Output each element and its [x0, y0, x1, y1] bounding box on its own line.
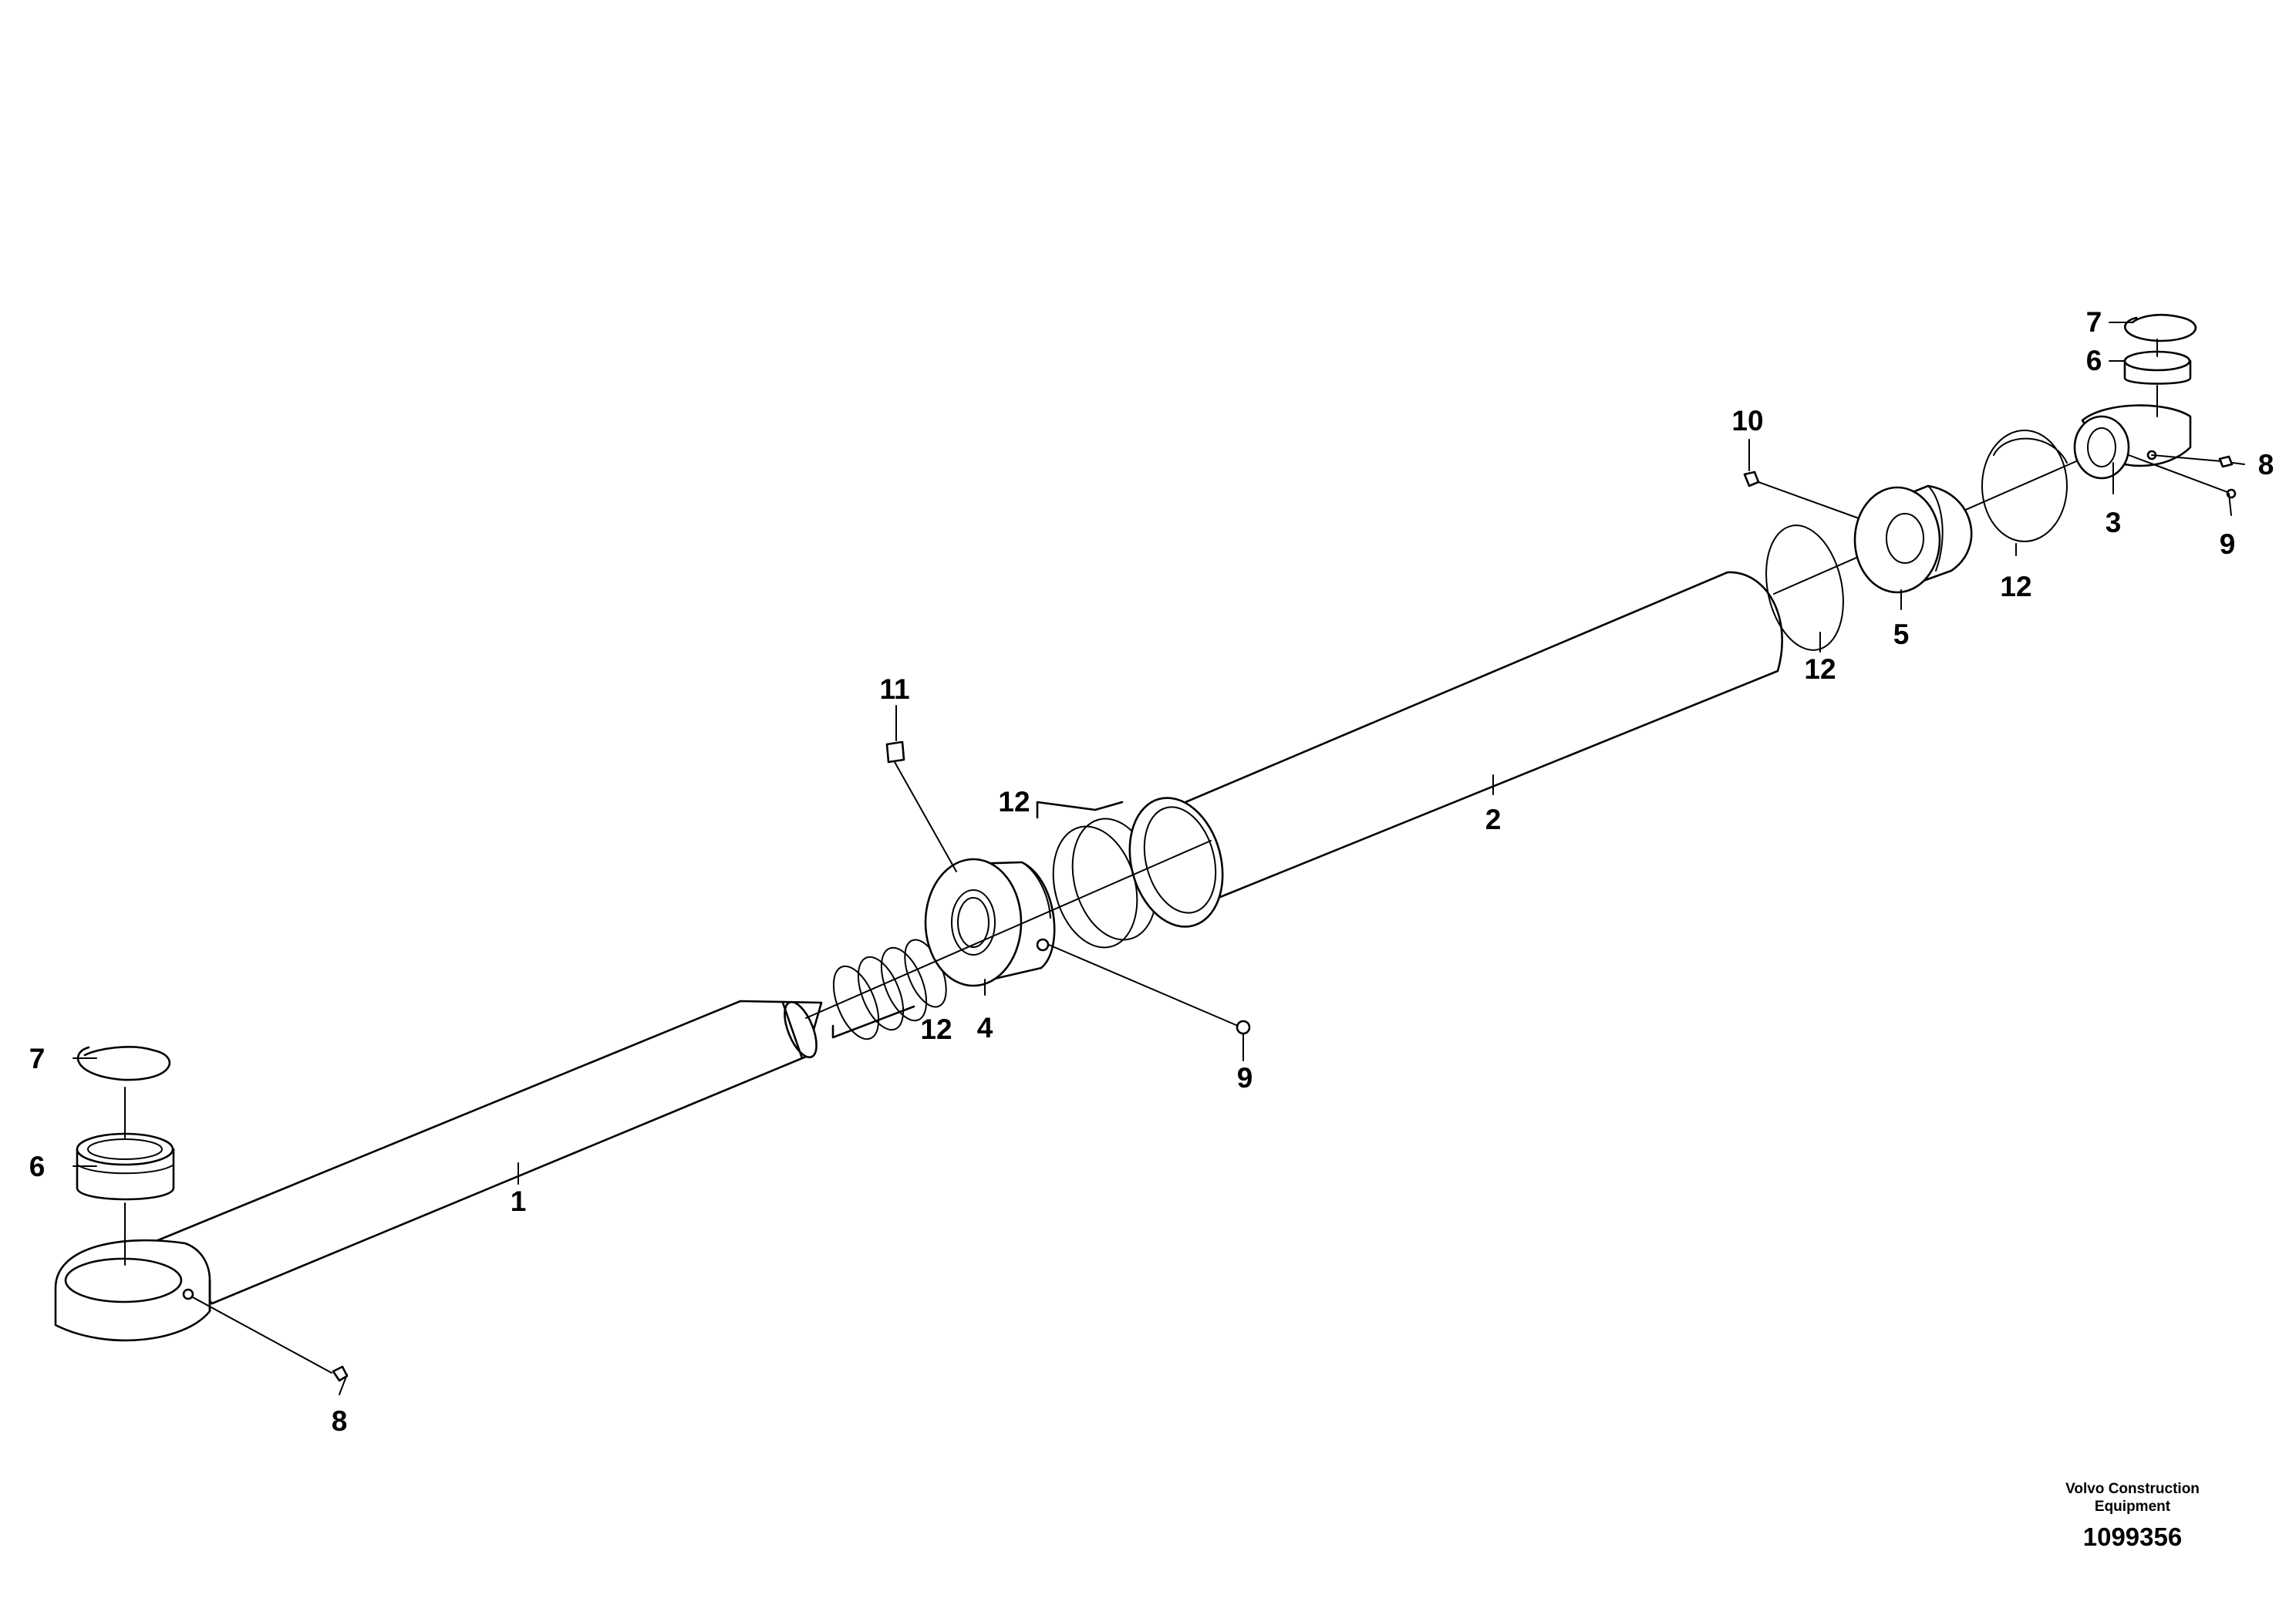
callout-11: 11: [879, 673, 909, 705]
callout-2: 2: [1485, 804, 1502, 835]
callout-6-left: 6: [29, 1151, 46, 1182]
plug-10: [1743, 470, 1760, 487]
callout-7-left: 7: [29, 1043, 46, 1074]
callout-8-left: 8: [332, 1405, 348, 1437]
callout-1: 1: [511, 1185, 527, 1217]
callout-9-center: 9: [1237, 1062, 1253, 1094]
company-name-line1: Volvo Construction: [2065, 1481, 2200, 1497]
left-snap-ring: [76, 1046, 170, 1081]
callout-12-seals-upper: 12: [998, 786, 1030, 818]
grease-nipple-left: [332, 1365, 349, 1395]
plug-11: [885, 740, 905, 764]
callout-12-ring-mid: 12: [1804, 653, 1836, 685]
callout-labels: 1 2 3 4 5 6 6 7 7 8 8 9 9 10 11 12 12 12…: [29, 306, 2274, 1437]
callout-12-seals-left: 12: [920, 1013, 952, 1045]
left-bushing: [76, 1132, 175, 1201]
callout-10: 10: [1731, 405, 1763, 437]
right-snap-ring: [2124, 313, 2197, 342]
callout-7-right: 7: [2086, 306, 2102, 338]
piston-band: [1981, 430, 2068, 542]
rod-axis-line-left: [805, 840, 1212, 1019]
callout-9-right: 9: [2220, 528, 2236, 560]
callout-12-ring-right: 12: [2000, 571, 2031, 602]
piston-rod: [54, 1000, 823, 1342]
grease-nipple-right: [2218, 455, 2234, 468]
leader-lines: [72, 322, 2245, 1374]
callout-6-right: 6: [2086, 345, 2102, 376]
piston: [1853, 484, 1973, 594]
drawing-number: 1099356: [2083, 1523, 2182, 1551]
callout-4: 4: [977, 1012, 993, 1044]
cylinder-tube: [1128, 571, 1783, 928]
bottom-eye: [2073, 404, 2192, 480]
callout-3: 3: [2106, 507, 2122, 538]
drawing-caption: Volvo Construction Equipment 1099356: [2065, 1481, 2200, 1551]
company-name-line2: Equipment: [2095, 1499, 2171, 1515]
callout-5: 5: [1893, 619, 1910, 650]
screw-center: [1236, 1020, 1251, 1035]
callout-8-right: 8: [2258, 449, 2274, 481]
piston-o-ring: [1765, 524, 1844, 651]
cylinder-head: [924, 858, 1056, 987]
